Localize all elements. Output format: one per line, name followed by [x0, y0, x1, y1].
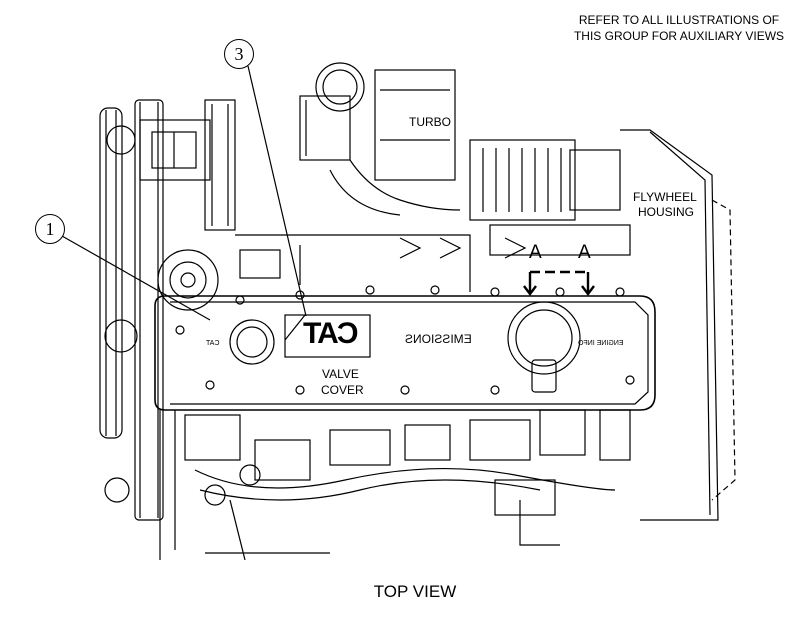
flywheel-housing [620, 129, 736, 521]
callout-1: 1 [35, 214, 65, 244]
note-line-1: REFER TO ALL ILLUSTRATIONS OF [578, 13, 780, 27]
section-a-left-label: A [529, 242, 542, 263]
turbo-label: TURBO [409, 115, 451, 129]
turbocharger [299, 62, 461, 216]
note-line-2: THIS GROUP FOR AUXILIARY VIEWS [573, 29, 785, 43]
fuel-filter [469, 139, 621, 221]
flywheel-housing-label-line-1: FLYWHEEL [633, 190, 697, 204]
section-a-right-label: A [578, 242, 591, 263]
section-a-a-line [523, 270, 595, 296]
intake-manifold [235, 224, 631, 292]
belt-drive [99, 99, 164, 521]
cat-logo-embossed-text: CAT [305, 317, 359, 350]
valve-cover [154, 285, 656, 411]
view-caption: TOP VIEW [373, 582, 457, 601]
callout-3: 3 [224, 39, 254, 69]
callout-1-leader [61, 235, 211, 321]
oil-cap-embossed-text: CAT [206, 340, 220, 347]
engine-info-embossed-text: ENGINE INFO [578, 340, 624, 347]
flywheel-housing-label-line-2: HOUSING [638, 205, 695, 219]
auxiliary-views-note: REFER TO ALL ILLUSTRATIONS OF THIS GROUP… [548, 12, 810, 44]
valve-cover-label-line-2: COVER [321, 383, 364, 397]
callout-3-leader [247, 65, 307, 317]
lower-harness [159, 409, 631, 561]
emissions-embossed-text: EMISSIONS [405, 332, 472, 346]
valve-cover-label-line-1: VALVE [322, 367, 359, 381]
alternator [139, 99, 236, 311]
